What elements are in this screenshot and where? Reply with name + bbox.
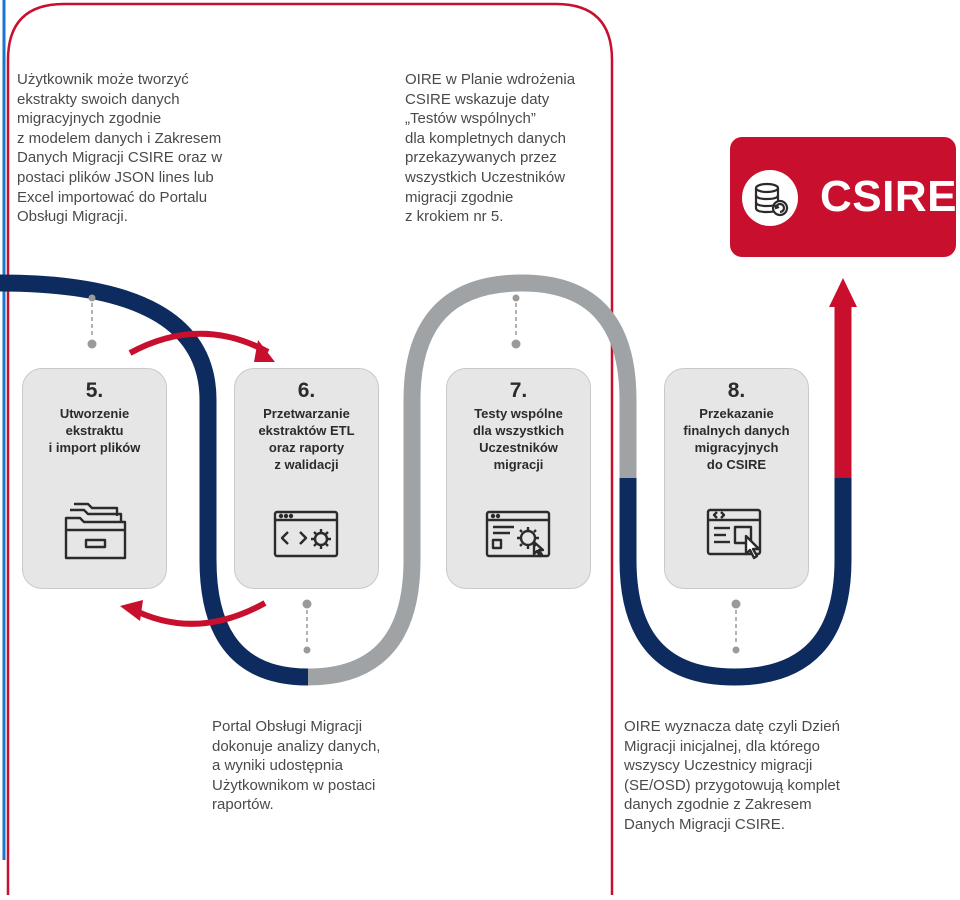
test-window-icon [485, 510, 551, 558]
step-number: 6. [297, 379, 316, 402]
step-title: Utworzenie ekstraktu i import plików [48, 406, 141, 455]
connector-bottom-6 [302, 599, 312, 654]
step-title: Przetwarzanie ekstraktów ETL oraz raport… [258, 406, 355, 472]
code-gear-icon [273, 510, 339, 558]
step-number: 8. [727, 379, 746, 402]
connector-bottom-8 [731, 599, 741, 654]
step-card-8: 8. Przekazanie finalnych danych migracyj… [664, 368, 809, 589]
note-bottom-right: OIRE wyznacza datę czyli Dzień Migracji … [624, 718, 840, 833]
arrow-head-5-6 [254, 340, 275, 362]
step-title: Przekazanie finalnych danych migracyjnyc… [683, 406, 790, 472]
step-card-6: 6. Przetwarzanie ekstraktów ETL oraz rap… [234, 368, 379, 589]
arrow-head-6-5 [120, 600, 143, 621]
up-arrow-head [829, 278, 857, 307]
red-frame [6, 2, 614, 895]
arrow-step5-to-6 [128, 330, 270, 356]
note-top-left: Użytkownik może tworzyć ekstrakty swoich… [17, 71, 223, 226]
arrow-step6-to-5 [128, 600, 267, 627]
step-number: 7. [509, 379, 528, 402]
code-cursor-icon [706, 508, 762, 560]
connector-top-7 [511, 294, 521, 349]
gray-track [307, 274, 637, 686]
connector-top-5 [87, 294, 97, 349]
navy-track-left [0, 274, 309, 686]
navy-track-right [619, 478, 852, 686]
step-title: Testy wspólne dla wszystkich Uczestników… [472, 406, 565, 472]
brand-name: CSIRE [820, 172, 957, 221]
step-card-7: 7. Testy wspólne dla wszystkich Uczestni… [446, 368, 591, 589]
step-card-5: 5. Utworzenie ekstraktu i import plików [22, 368, 167, 589]
step-number: 5. [85, 379, 104, 402]
note-bottom-left: Portal Obsługi Migracji dokonuje analizy… [212, 718, 381, 814]
note-top-right: OIRE w Planie wdrożenia CSIRE wskazuje d… [405, 71, 576, 226]
folder-icon [64, 502, 127, 560]
brand-badge: CSIRE [730, 137, 956, 257]
database-icon [742, 170, 798, 226]
